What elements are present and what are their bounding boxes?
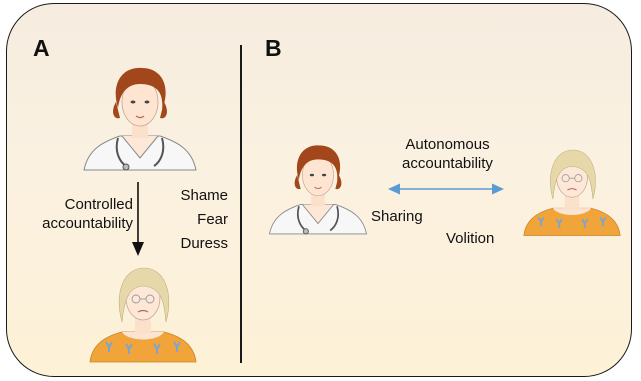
controlled-accountability-label: Controlled accountability: [38, 195, 133, 233]
volition-label: Volition: [446, 230, 495, 247]
pressure-shame: Shame: [180, 187, 228, 204]
patient-figure-panel-a: [89, 267, 197, 363]
panel-a-label: A: [33, 35, 50, 61]
autonomous-accountability-label: Autonomous accountability: [385, 135, 510, 173]
autonomous-label-line-1: Autonomous: [405, 136, 490, 153]
controlled-label-line-1: Controlled: [64, 196, 133, 213]
doctor-figure-panel-a: [83, 67, 197, 171]
controlled-label-line-2: accountability: [42, 215, 133, 232]
autonomous-label-line-2: accountability: [402, 155, 493, 172]
panel-divider: [240, 45, 242, 363]
panel-b-label: B: [265, 35, 282, 61]
sharing-label: Sharing: [371, 208, 423, 225]
pressure-duress: Duress: [180, 235, 228, 252]
controlled-accountability-arrow: [132, 182, 144, 256]
patient-figure-panel-b: [523, 149, 621, 236]
doctor-figure-panel-b: [268, 145, 368, 235]
pressure-list: Shame Fear Duress: [160, 186, 228, 253]
pressure-fear: Fear: [197, 211, 228, 228]
autonomous-accountability-arrow: [388, 183, 504, 195]
